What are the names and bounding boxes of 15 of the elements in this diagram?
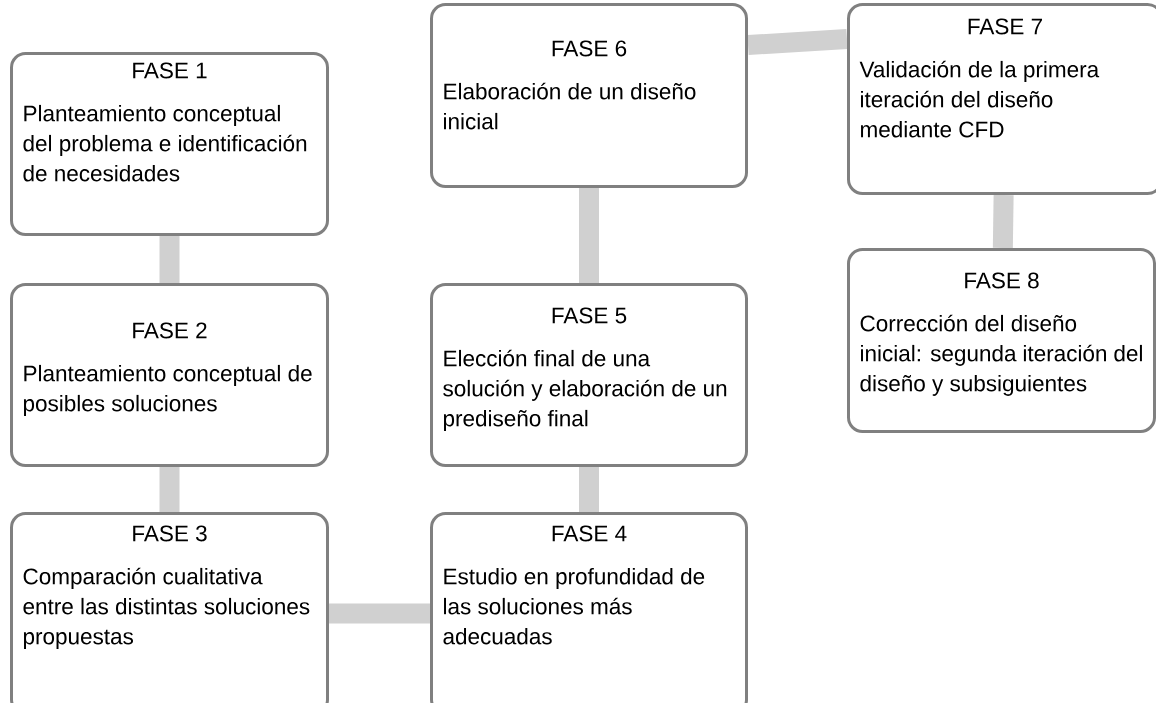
connector-band xyxy=(579,467,599,512)
phase-box: FASE 4 Estudio en profundidad de las soluciones más adecuadas xyxy=(430,512,748,703)
connector-band xyxy=(579,188,599,283)
phase-box: FASE 5 Elección final de una solución y elaboración de un prediseño final xyxy=(430,283,748,467)
connector-band xyxy=(747,29,848,55)
connector-band xyxy=(159,467,180,512)
connector-band xyxy=(329,603,430,624)
connector-band xyxy=(159,236,180,283)
phase-box: FASE 2 Planteamiento conceptual de posibles soluciones xyxy=(10,283,329,467)
phase-box: FASE 8 Corrección del diseño inicial: segunda iteración del diseño y subsiguientes xyxy=(847,248,1156,433)
phase-box: FASE 1 Planteamiento conceptual del problema e identificación de necesidades xyxy=(10,52,329,236)
connector-band xyxy=(992,194,1014,249)
phase-box: FASE 6 Elaboración de un diseño inicial xyxy=(430,3,748,188)
phase-box: FASE 7 Validación de la primera iteración del diseño mediante CFD xyxy=(847,3,1156,195)
phase-box: FASE 3 Comparación cualitativa entre las distintas soluciones propuestas xyxy=(10,512,329,703)
